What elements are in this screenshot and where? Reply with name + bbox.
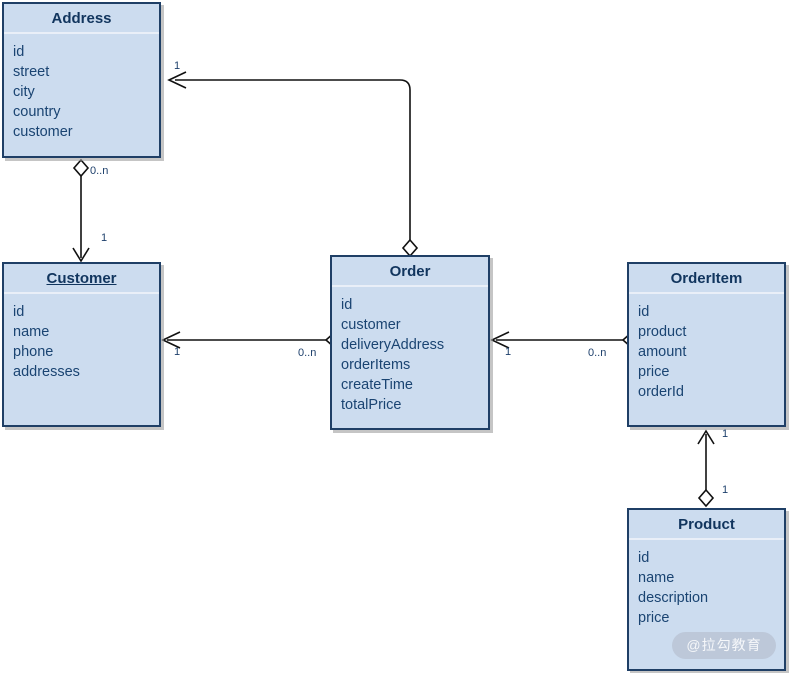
class-box-address[interactable]: Address id street city country customer: [2, 2, 161, 158]
attribute-row: description: [638, 590, 709, 606]
class-attributes-product: id name description price: [629, 540, 784, 634]
class-box-orderitem[interactable]: OrderItem id product amount price orderI…: [627, 262, 786, 427]
attribute-row: price: [638, 610, 670, 626]
class-box-customer[interactable]: Customer id name phone addresses: [2, 262, 161, 427]
class-attributes-address: id street city country customer: [4, 34, 159, 148]
multiplicity-address-right: 1: [174, 60, 181, 72]
multiplicity-order-right: 1: [505, 346, 512, 358]
watermark: @拉勾教育: [672, 632, 776, 659]
attribute-row: name: [638, 570, 675, 586]
attribute-row: customer: [13, 124, 73, 140]
attribute-row: orderId: [638, 384, 684, 400]
attribute-row: addresses: [13, 364, 80, 380]
attribute-row: customer: [341, 317, 401, 333]
attribute-row: country: [13, 104, 61, 120]
connector-order-address: [167, 71, 419, 258]
class-title-orderitem: OrderItem: [629, 264, 784, 294]
attribute-row: price: [638, 364, 670, 380]
multiplicity-customer-top: 1: [101, 232, 108, 244]
class-attributes-order: id customer deliveryAddress orderItems c…: [332, 287, 488, 421]
attribute-row: city: [13, 84, 35, 100]
attribute-row: id: [638, 550, 650, 566]
attribute-row: orderItems: [341, 357, 411, 373]
attribute-row: product: [638, 324, 687, 340]
class-attributes-orderitem: id product amount price orderId: [629, 294, 784, 408]
multiplicity-order-left: 0..n: [298, 347, 317, 359]
multiplicity-address-bottom: 0..n: [90, 165, 109, 177]
attribute-row: id: [13, 304, 25, 320]
multiplicity-orderitem-bottom: 1: [722, 428, 729, 440]
connector-product-orderitem: [697, 429, 715, 508]
multiplicity-product-top: 1: [722, 484, 729, 496]
attribute-row: id: [13, 44, 25, 60]
attribute-row: totalPrice: [341, 397, 402, 413]
attribute-row: createTime: [341, 377, 413, 393]
class-attributes-customer: id name phone addresses: [4, 294, 159, 388]
class-title-product: Product: [629, 510, 784, 540]
multiplicity-customer-right: 1: [174, 346, 181, 358]
multiplicity-orderitem-left: 0..n: [588, 347, 607, 359]
connector-order-customer: [161, 331, 344, 349]
attribute-row: name: [13, 324, 50, 340]
class-box-order[interactable]: Order id customer deliveryAddress orderI…: [330, 255, 490, 430]
attribute-row: phone: [13, 344, 54, 360]
connector-address-customer: [72, 158, 90, 263]
class-title-address: Address: [4, 4, 159, 34]
class-title-customer: Customer: [4, 264, 159, 294]
attribute-row: id: [638, 304, 650, 320]
class-title-order: Order: [332, 257, 488, 287]
class-box-product[interactable]: Product id name description price: [627, 508, 786, 671]
attribute-row: id: [341, 297, 353, 313]
connector-orderitem-order: [490, 331, 641, 349]
attribute-row: street: [13, 64, 50, 80]
attribute-row: amount: [638, 344, 687, 360]
attribute-row: deliveryAddress: [341, 337, 445, 353]
